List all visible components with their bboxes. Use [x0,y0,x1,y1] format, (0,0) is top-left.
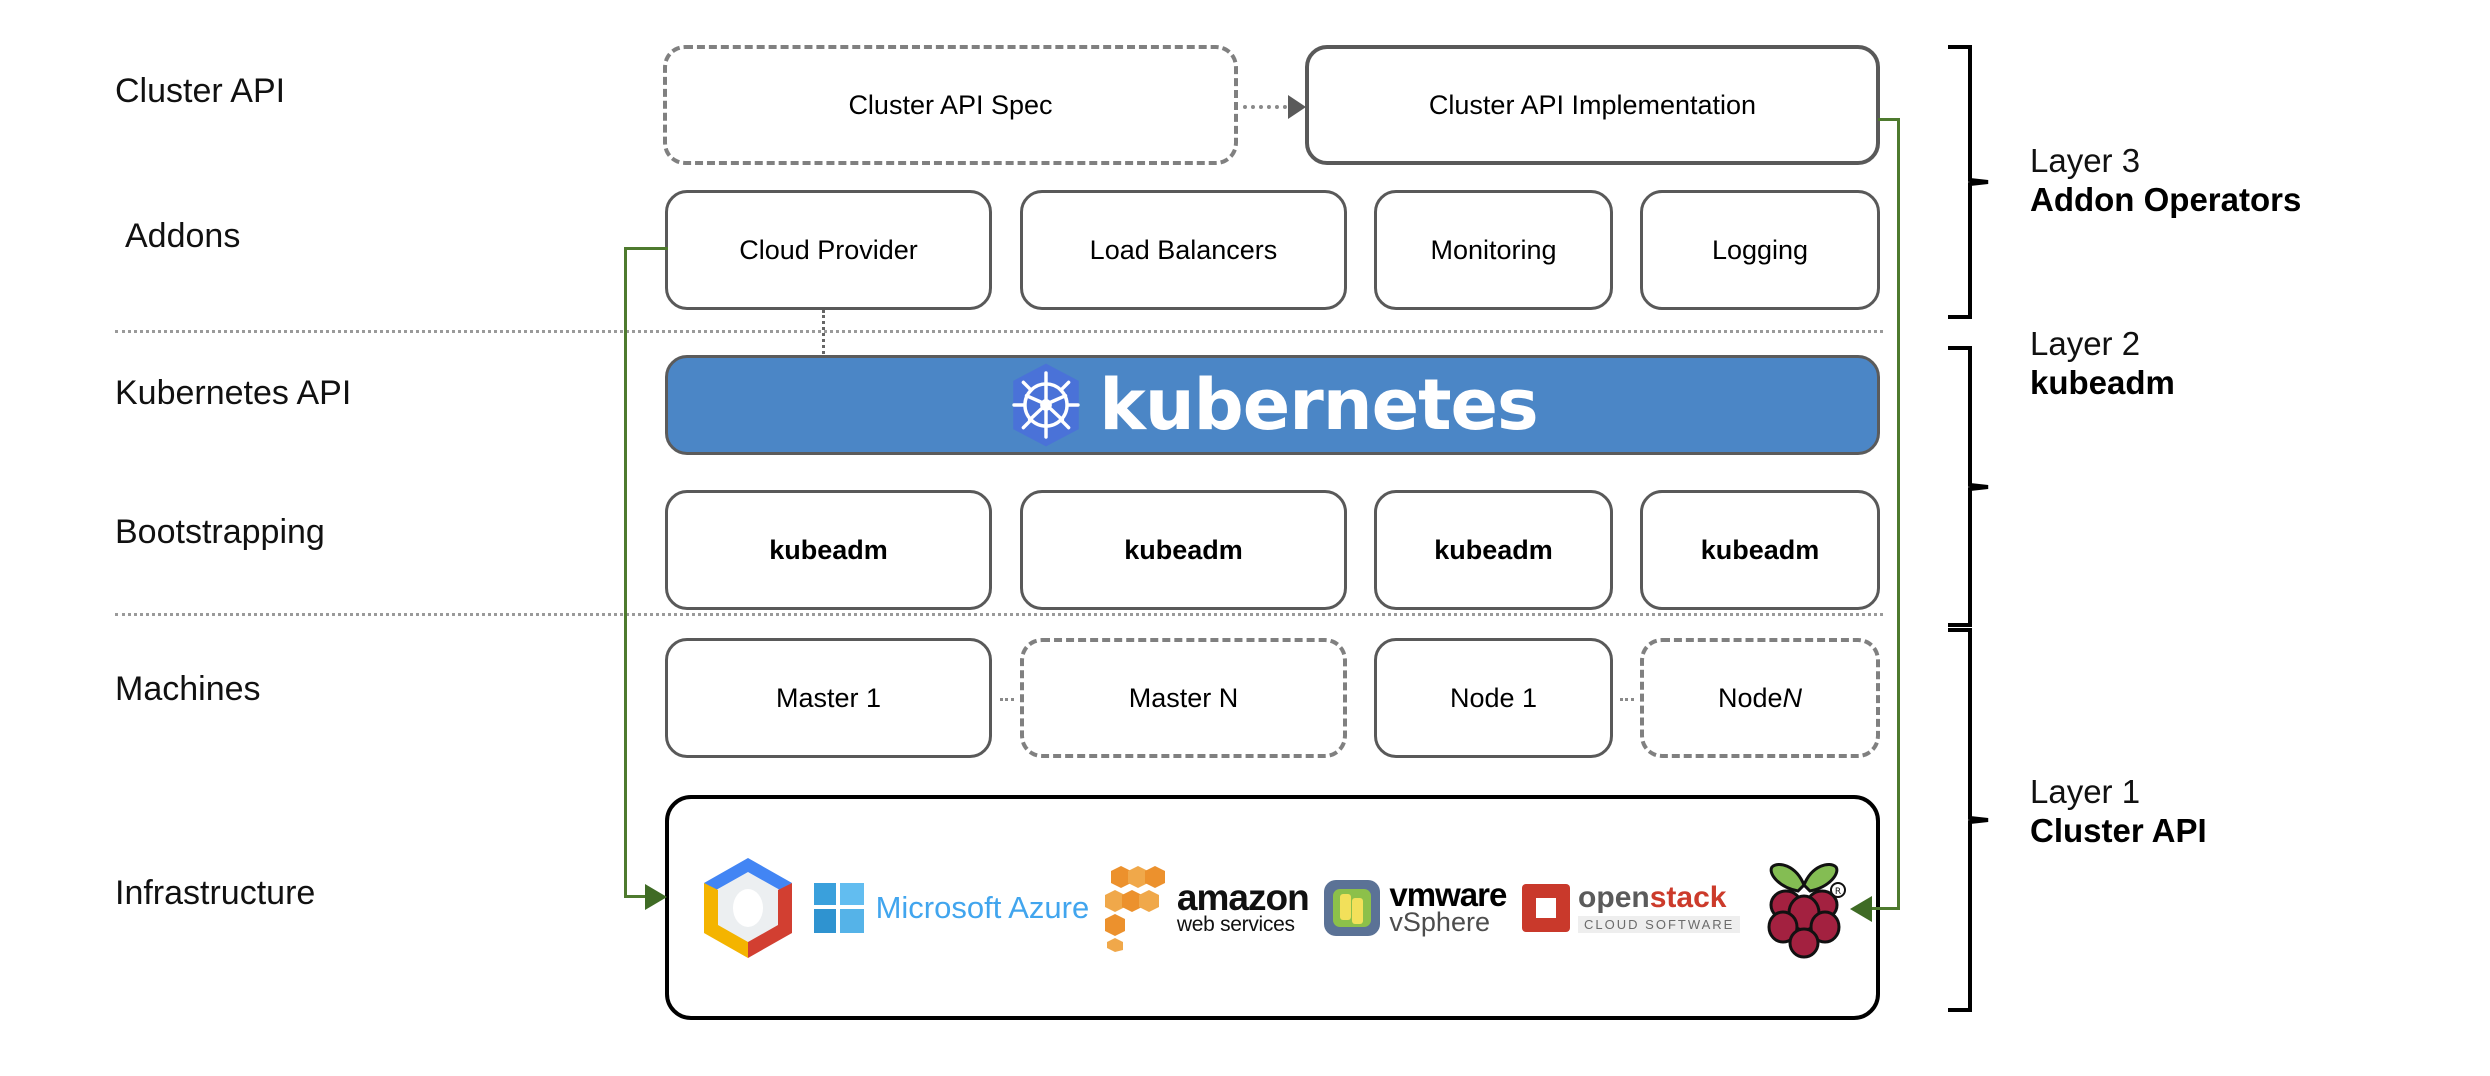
box-machine-node-1[interactable]: Node 1 [1374,638,1613,758]
svg-text:R: R [1835,887,1841,897]
green-connector-right-vertical [1897,118,1900,910]
green-arrow-head-icon-into-infrastructure-left [645,884,667,910]
vsphere-tile-icon [1324,879,1381,936]
box-kubeadm-2[interactable]: kubeadm [1020,490,1347,610]
separator-layer2-layer1 [115,613,1883,616]
box-kubeadm-3[interactable]: kubeadm [1374,490,1613,610]
box-cluster-api-implementation[interactable]: Cluster API Implementation [1305,45,1880,165]
azure-wordmark: Microsoft Azure [875,889,1090,925]
layer-2-line-1: Layer 2 [2030,325,2141,362]
box-machine-node-n[interactable]: Node N [1640,638,1880,758]
box-kubeadm-1[interactable]: kubeadm [665,490,992,610]
openstack-tagline: CLOUD SOFTWARE [1578,915,1741,933]
box-addon-load-balancers[interactable]: Load Balancers [1020,190,1347,310]
kubernetes-helm-wheel-icon [1007,362,1085,448]
aws-cubes-icon [1104,865,1165,952]
row-label-machines: Machines [115,670,261,708]
amazon-wordmark: amazon [1176,876,1310,918]
node-n-prefix: Node [1717,682,1783,713]
layer-1-line-2: Cluster API [2030,811,2207,849]
row-label-cluster-api: Cluster API [115,72,286,110]
row-label-addons: Addons [125,217,241,255]
box-cluster-api-spec[interactable]: Cluster API Spec [663,45,1238,165]
layer-3-line-2: Addon Operators [2030,180,2302,218]
dotted-connector-node1-to-nodeN [1620,698,1634,701]
layer-2-label: Layer 2 kubeadm [2030,325,2175,403]
box-addon-logging[interactable]: Logging [1640,190,1880,310]
bracket-layer-3 [1940,45,2000,325]
box-machine-master-1[interactable]: Master 1 [665,638,992,758]
openstack-mark-icon [1522,883,1571,932]
vmware-wordmark: vmware [1389,875,1507,913]
box-machine-master-n[interactable]: Master N [1020,638,1347,758]
arrow-head-icon-spec-to-implementation [1288,95,1306,119]
openstack-logo: openstack CLOUD SOFTWARE [1522,853,1741,963]
green-connector-left-bottom-stub [624,895,648,898]
green-arrow-head-icon-into-infrastructure-right [1850,896,1872,922]
web-services-wordmark: web services [1176,913,1295,937]
dotted-connector-cloud-provider-to-kubernetes [822,310,825,372]
row-label-bootstrapping: Bootstrapping [115,513,325,551]
infrastructure-logo-strip: Microsoft Azure [690,850,1860,965]
green-connector-right-bottom-stub [1870,907,1900,910]
amazon-web-services-logo: amazon web services [1104,853,1310,963]
openstack-wordmark-open: open [1578,880,1650,914]
dotted-connector-spec-to-implementation [1243,105,1295,109]
layer-3-label: Layer 3 Addon Operators [2030,142,2301,220]
box-addon-monitoring[interactable]: Monitoring [1374,190,1613,310]
raspberry-pi-logo: R [1756,853,1852,963]
vsphere-wordmark: vSphere [1389,907,1490,938]
row-label-infrastructure: Infrastructure [115,874,316,912]
green-connector-left-top-stub [624,247,668,250]
kubernetes-api-banner[interactable]: kubernetes [665,355,1880,455]
google-cloud-platform-logo [698,853,798,963]
kubernetes-wordmark: kubernetes [1099,364,1538,446]
node-n-suffix: N [1782,682,1803,713]
layer-1-line-1: Layer 1 [2030,773,2141,810]
green-connector-left-vertical [624,247,627,898]
dotted-connector-master1-to-masterN [1000,698,1014,701]
microsoft-azure-logo: Microsoft Azure [813,853,1090,963]
layer-1-label: Layer 1 Cluster API [2030,773,2207,851]
bracket-layer-2 [1940,346,2000,633]
box-kubeadm-4[interactable]: kubeadm [1640,490,1880,610]
separator-layer3-layer2 [115,330,1883,333]
row-label-kubernetes-api: Kubernetes API [115,374,352,412]
box-addon-cloud-provider[interactable]: Cloud Provider [665,190,992,310]
windows-squares-icon [813,882,864,933]
vmware-vsphere-logo: vmware vSphere [1324,853,1507,963]
green-connector-right-top-stub [1878,118,1900,121]
layer-2-line-2: kubeadm [2030,363,2175,401]
layer-3-line-1: Layer 3 [2030,142,2141,179]
openstack-wordmark-stack: stack [1649,880,1727,914]
bracket-layer-1 [1940,628,2000,1018]
